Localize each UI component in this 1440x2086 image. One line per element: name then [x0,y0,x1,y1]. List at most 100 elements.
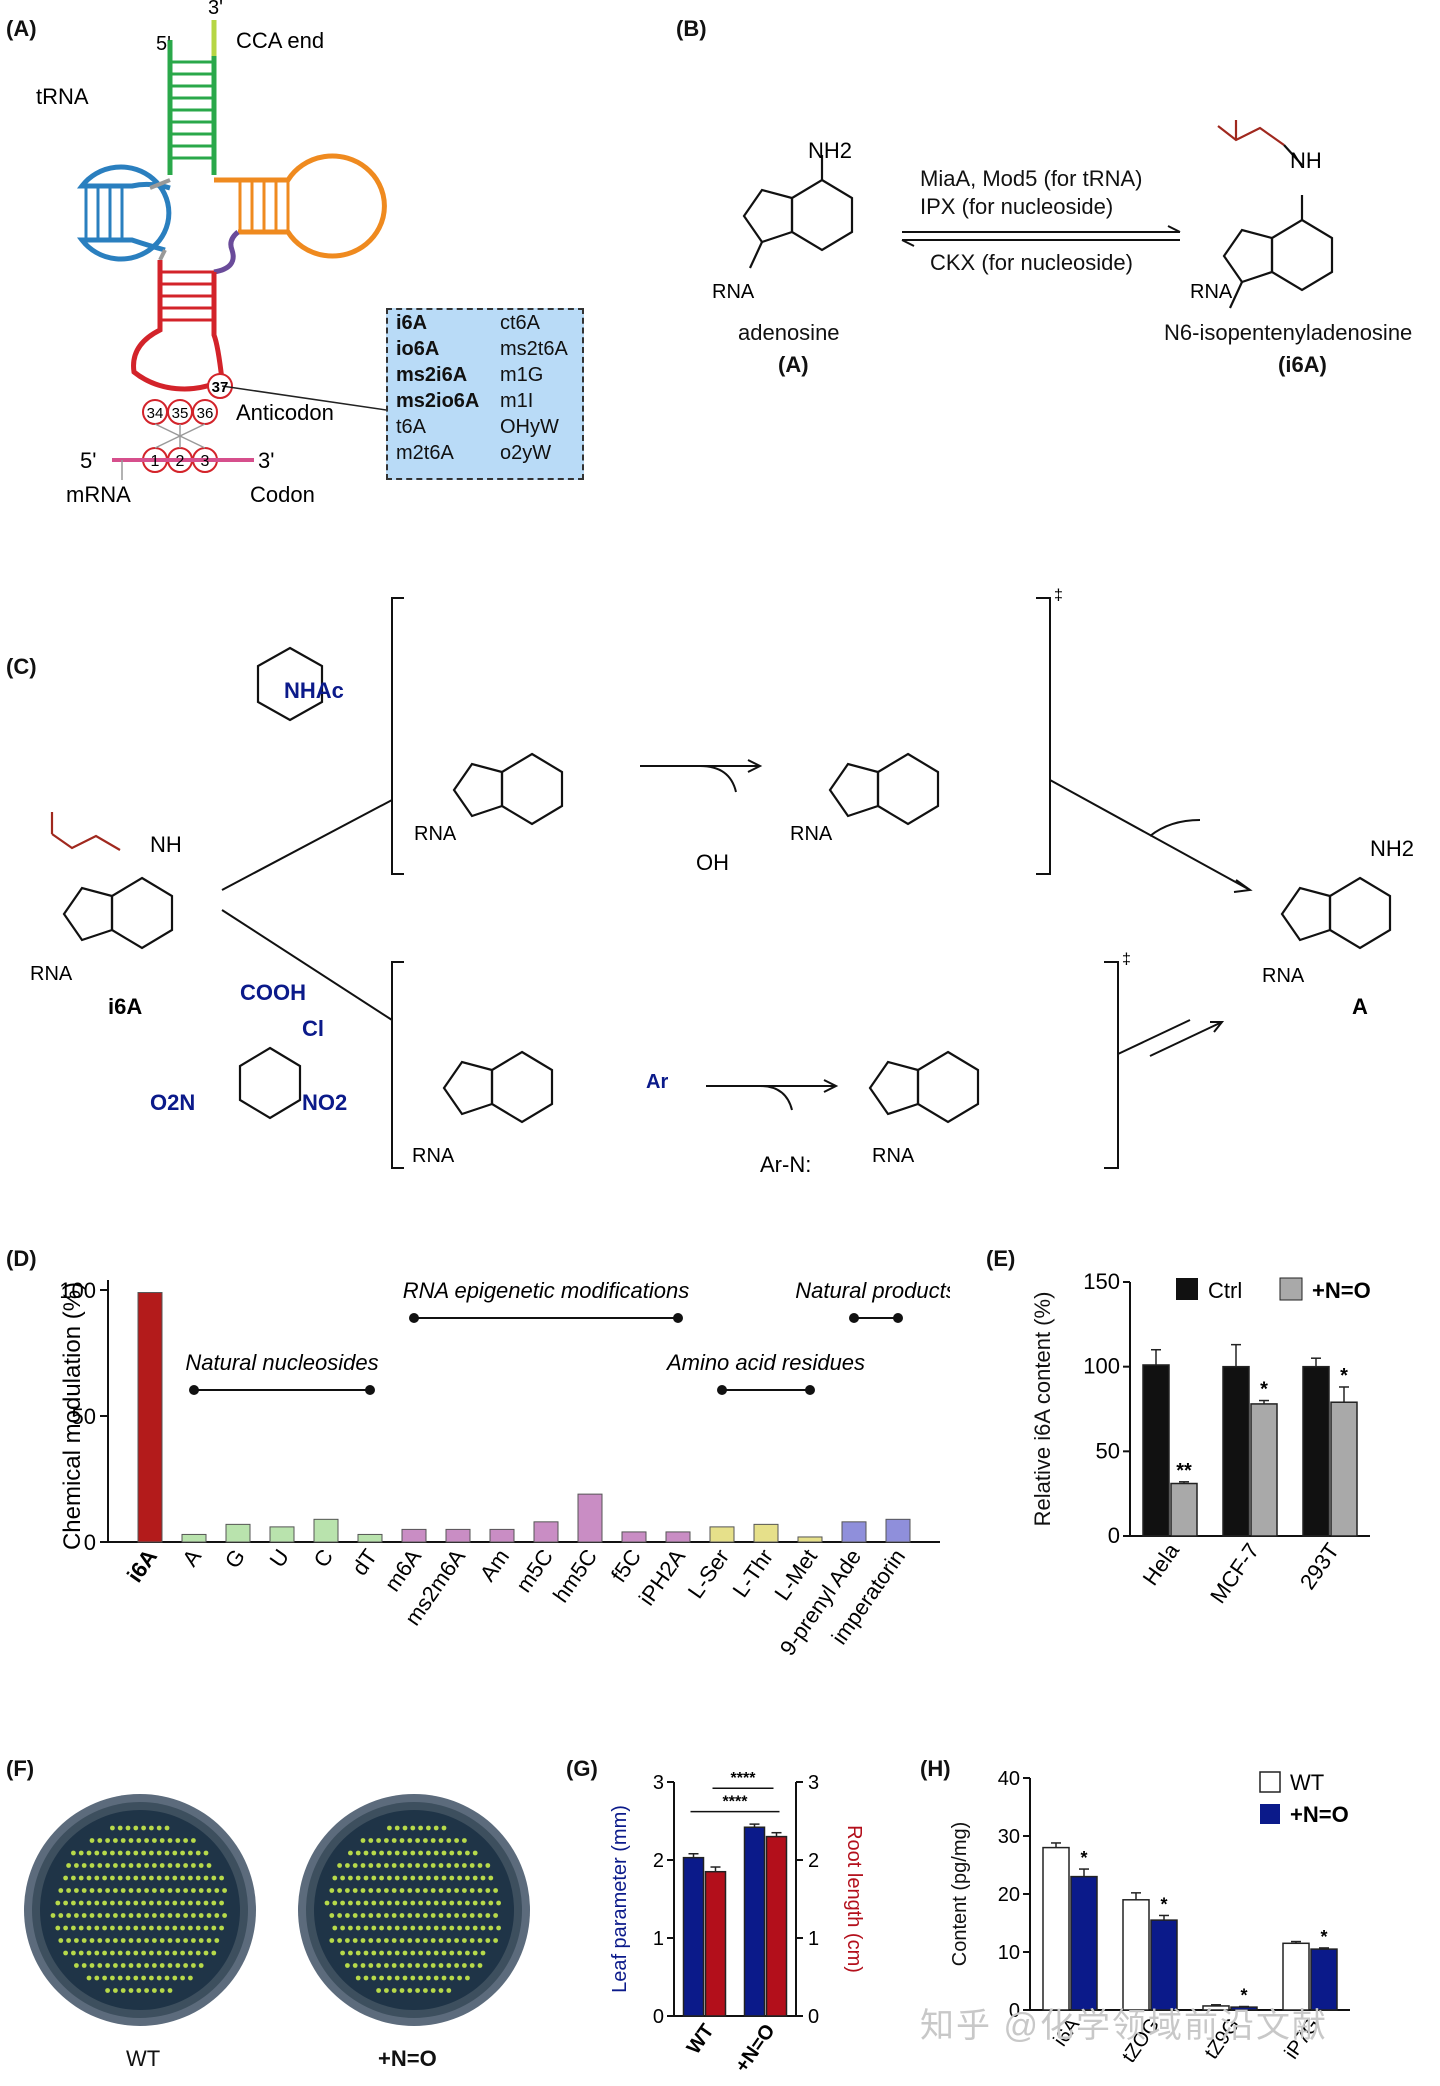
seedling-dot [128,1888,134,1893]
seedling-dot [78,1900,84,1906]
seedling-dot [167,1963,173,1968]
seedling-dot [407,1863,413,1868]
seedling-dot [94,1950,100,1956]
seedling-dot [472,1850,478,1856]
seedling-dot [167,1888,173,1893]
codon-2: 2 [176,453,185,470]
adenosine-name: adenosine [738,320,840,345]
seedling-dot [198,1938,204,1943]
seedling-dot [446,1988,452,1993]
seedling-dot [102,1850,107,1856]
seedling-dot [188,1975,193,1981]
seedling-dot [74,1913,79,1918]
seedling-dot [480,1875,486,1881]
ar-label: Ar [646,1071,668,1093]
seedling-dot [164,1850,170,1856]
seedling-dot [394,1975,400,1981]
seedling-dot [159,1863,165,1868]
panel-label-g: (G) [566,1756,598,1781]
chartG-ylabel: Leaf parameter (mm) [609,1805,631,1993]
codon-3: 3 [201,453,210,470]
seedling-dot [345,1938,350,1943]
seedling-dot [156,1900,162,1906]
seedling-dot [462,1913,467,1918]
seedling-dot [191,1838,196,1843]
mod-right-4: m1I [500,390,534,412]
chartG-bar [743,1826,766,2017]
seedling-dot [340,1900,345,1906]
seedling-dot [441,1950,447,1956]
d-group-dot [805,1385,815,1395]
seedling-dot [136,1913,142,1918]
seedling-dot [63,1950,68,1956]
seedling-dot [195,1925,201,1931]
seedling-dot [465,1975,470,1981]
chartE-xtick-label: Hela [1138,1538,1185,1590]
seedling-dot [496,1925,501,1931]
seedling-dot [430,1838,436,1843]
seedling-dot [97,1863,103,1868]
seedling-dot [384,1838,389,1843]
seedling-dot [133,1850,139,1856]
trna-three-prime: 3' [208,0,223,19]
seedling-dot [71,1950,76,1956]
seedling-dot [465,1875,470,1881]
seedling-dot [191,1863,196,1868]
d-bar [533,1521,559,1543]
seedling-dot [86,1850,92,1856]
seedling-dot [214,1913,220,1918]
seedling-dot [89,1963,95,1968]
seedling-dot [368,1888,374,1893]
seedling-dot [433,1975,439,1981]
seedling-dot [472,1875,478,1881]
seedling-dot [117,1900,123,1906]
seedling-dot [172,1875,178,1881]
seedling-dot [384,1988,389,1993]
seedling-dot [426,1850,431,1856]
d-bar [665,1531,691,1543]
seedling-dot [50,1913,56,1918]
seedling-dot [195,1875,201,1881]
seedling-dot [391,1938,397,1943]
seedling-dot [415,1988,420,1993]
seedling-dot [144,1838,149,1843]
seedling-dot [149,1975,154,1981]
seedling-dot [63,1925,68,1931]
seedling-dot [399,1988,405,1993]
seedling-dot [441,1850,447,1856]
seedling-dot [402,1825,408,1831]
seedling-dot [457,1950,462,1956]
chartH-ytick-label: 20 [998,1884,1020,1906]
seedling-dot [399,1938,405,1943]
seedling-dot [345,1913,350,1918]
seedling-dot [164,1825,170,1831]
g-sig-label: **** [731,1770,757,1787]
seedling-dot [410,1850,416,1856]
seedling-dot [387,1975,392,1981]
seedling-dot [345,1863,350,1868]
anticodon-36: 36 [197,405,214,422]
seedling-dot [203,1875,209,1881]
seedling-dot [136,1838,142,1843]
seedling-dot [423,1913,428,1918]
chartH-ytick-label: 0 [1009,2000,1020,2022]
seedling-dot [376,1963,381,1968]
seedling-dot [363,1850,369,1856]
seedling-dot [485,1938,491,1943]
seedling-dot [211,1875,217,1881]
oh-label: OH [696,850,729,875]
seedling-dot [141,1875,146,1881]
seedling-dot [198,1963,204,1968]
d-bar [753,1523,779,1543]
seedling-dot [407,1913,413,1918]
seedling-dot [125,1975,131,1981]
seedling-dot [89,1838,95,1843]
mod-right-3: m1G [500,364,544,386]
seedling-dot [117,1975,123,1981]
g-sig-label: **** [723,1794,749,1811]
seedling-dot [81,1888,87,1893]
seedling-dot [89,1913,95,1918]
seedling-dot [74,1938,79,1943]
